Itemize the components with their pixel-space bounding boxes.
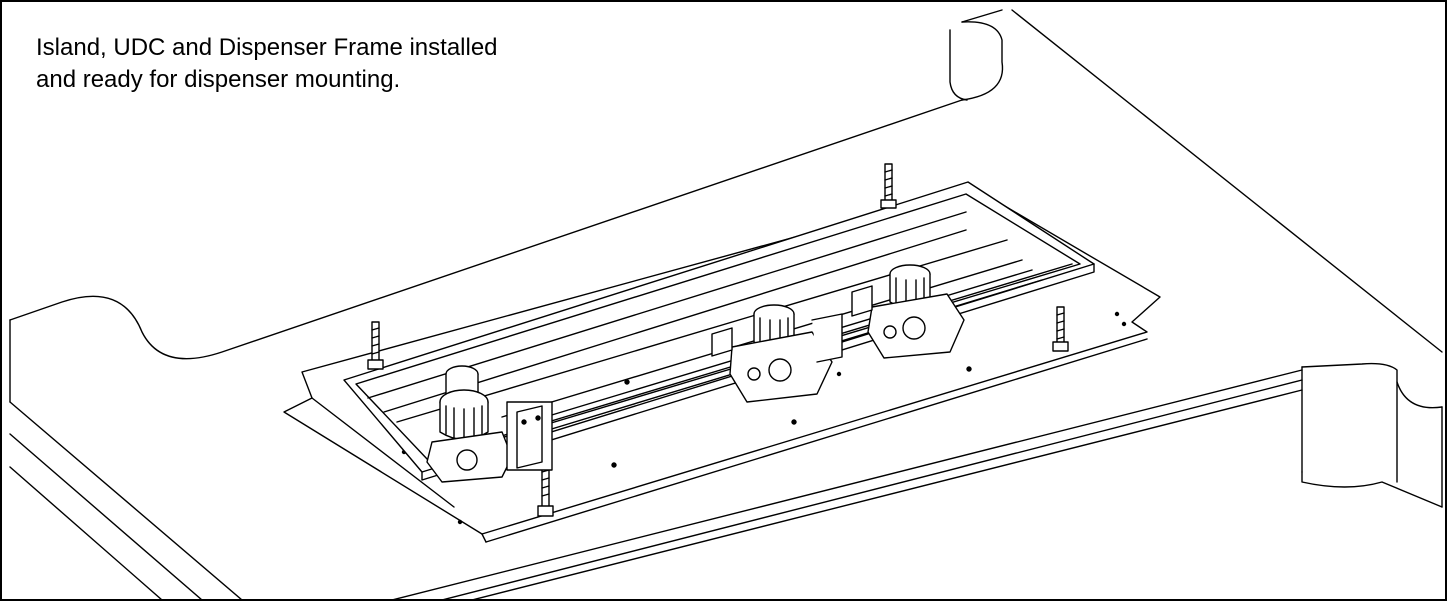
frame-plate-edge-2 (486, 339, 1147, 542)
island-notch-line-b (1012, 10, 1442, 352)
figure-caption: Island, UDC and Dispenser Frame installe… (36, 32, 796, 96)
plate-hole (459, 521, 462, 524)
udc-hole (967, 367, 971, 371)
caption-line-2: and ready for dispenser mounting. (36, 66, 401, 93)
anchor-bolts (368, 164, 1068, 516)
island-front-edge-c (472, 390, 1302, 600)
island-left-edge (10, 402, 242, 600)
udc-hole (792, 420, 796, 424)
island-right-lobe (1302, 364, 1442, 408)
anchor-bolt (881, 164, 896, 208)
frame-plate-inner (312, 398, 454, 507)
frame-plate-edge (482, 534, 486, 542)
island-front-edge-b (442, 380, 1302, 600)
plate-hole (1123, 323, 1126, 326)
plate-hole (1116, 313, 1119, 316)
shear-valve (712, 305, 842, 402)
island-top-edge (10, 100, 962, 359)
island-left-edge-c (10, 467, 162, 600)
island-right-lower (1302, 472, 1442, 507)
island-notch-line-a (962, 10, 1002, 22)
udc-back-wall-b (384, 230, 966, 412)
island-outline (10, 10, 1442, 600)
island-front-edge (392, 370, 1302, 600)
island-right-lobe-face (1302, 367, 1442, 507)
udc-hole (625, 380, 629, 384)
shear-valve (427, 366, 552, 482)
udc-hole (838, 373, 841, 376)
island-left-edge-b (10, 434, 202, 600)
caption-line-1: Island, UDC and Dispenser Frame installe… (36, 34, 498, 61)
udc-rim-inner (356, 194, 1080, 460)
island-notch-upper (962, 22, 1003, 100)
anchor-bolt (368, 322, 383, 369)
island-notch-upper-face (950, 30, 967, 100)
shear-valve (852, 265, 964, 358)
udc-hole (612, 463, 616, 467)
anchor-bolt (1053, 307, 1068, 351)
valves (427, 265, 964, 482)
